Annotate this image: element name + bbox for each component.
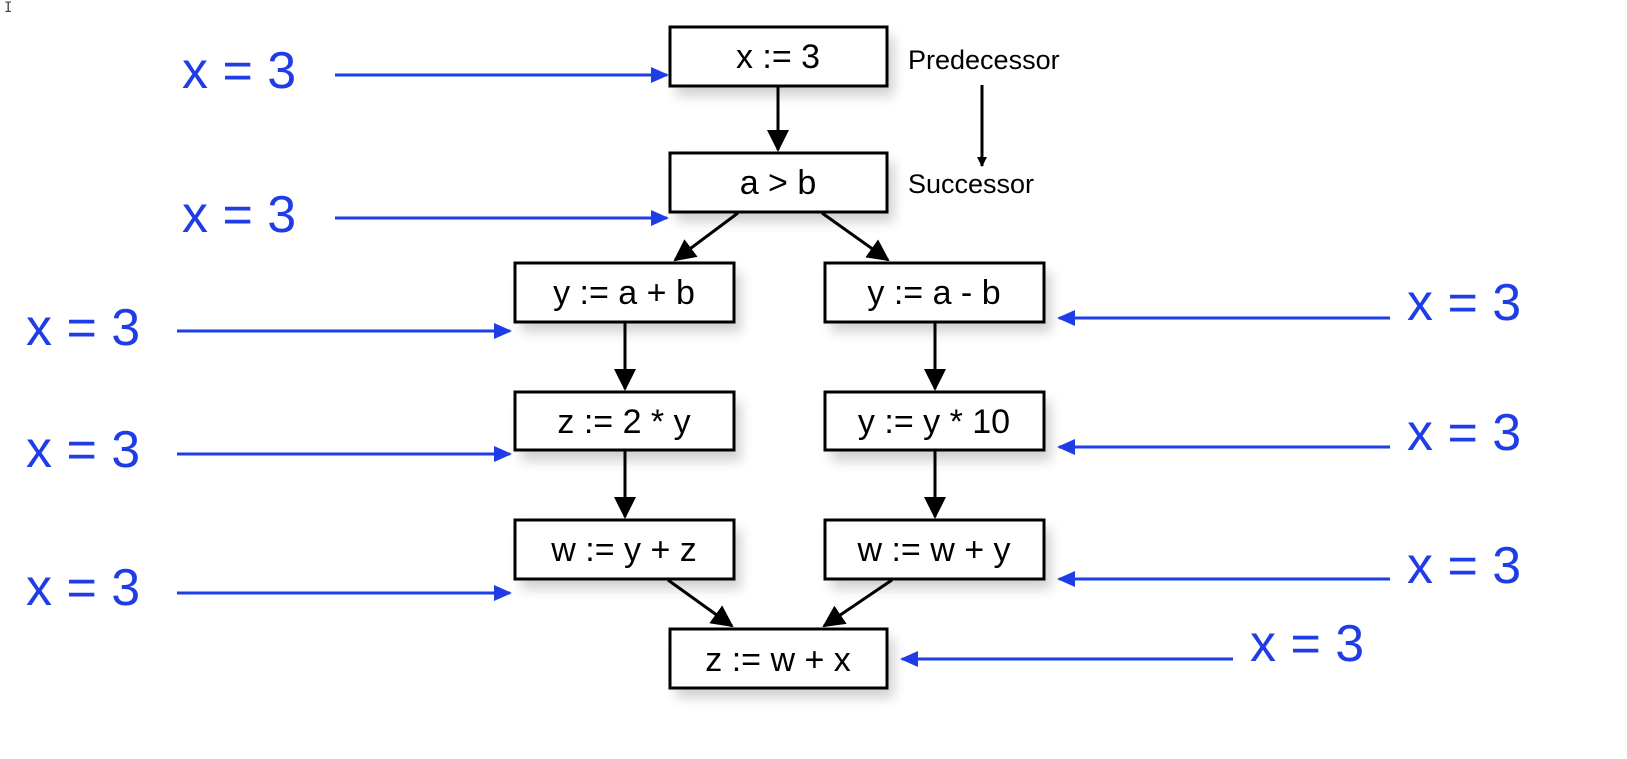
annotation-label: x = 3 <box>182 186 296 244</box>
node-label: z := w + x <box>705 641 851 679</box>
predecessor-successor-legend: Predecessor Successor <box>908 45 1060 199</box>
annotation-label: x = 3 <box>26 421 140 479</box>
node-label: w := y + z <box>550 531 697 569</box>
successor-label: Successor <box>908 169 1034 199</box>
annotation-label: x = 3 <box>1250 615 1364 673</box>
node-label: a > b <box>740 164 817 202</box>
annotation-label: x = 3 <box>26 559 140 617</box>
annotation-x-eq-3-before-n8: x = 3 <box>1057 537 1521 595</box>
annotation-x-eq-3-before-n7: x = 3 <box>26 559 512 617</box>
node-label: y := a + b <box>553 274 695 312</box>
annotation-label: x = 3 <box>1407 404 1521 462</box>
annotation-label: x = 3 <box>1407 537 1521 595</box>
node-label: z := 2 * y <box>557 403 690 441</box>
annotation-label: x = 3 <box>26 299 140 357</box>
annotation-x-eq-3-before-n9: x = 3 <box>900 615 1364 673</box>
text-cursor-icon: I <box>4 0 12 16</box>
node-label: y := y * 10 <box>858 403 1010 441</box>
node-label: y := a - b <box>867 274 1000 312</box>
node-a-gt-b: a > b <box>668 151 894 222</box>
node-y-assign-a-minus-b: y := a - b <box>823 261 1051 332</box>
annotation-x-eq-3-before-n2: x = 3 <box>182 186 669 244</box>
node-w-assign-y-plus-z: w := y + z <box>513 518 741 589</box>
node-z-assign-2-times-y: z := 2 * y <box>513 390 741 461</box>
annotation-x-eq-3-before-n4: x = 3 <box>1057 274 1521 332</box>
node-y-assign-a-plus-b: y := a + b <box>513 261 741 332</box>
annotation-x-eq-3-before-n3: x = 3 <box>26 299 512 357</box>
node-x-assign-3: x := 3 <box>668 25 894 96</box>
node-w-assign-w-plus-y: w := w + y <box>823 518 1051 589</box>
predecessor-label: Predecessor <box>908 45 1060 75</box>
node-y-assign-y-times-10: y := y * 10 <box>823 390 1051 461</box>
node-label: w := w + y <box>856 531 1010 569</box>
annotation-x-eq-3-before-n5: x = 3 <box>26 421 512 479</box>
annotation-x-eq-3-before-n1: x = 3 <box>182 42 669 100</box>
node-label: x := 3 <box>736 38 820 76</box>
annotation-x-eq-3-before-n6: x = 3 <box>1057 404 1521 462</box>
annotation-label: x = 3 <box>182 42 296 100</box>
node-z-assign-w-plus-x: z := w + x <box>668 627 894 698</box>
annotation-label: x = 3 <box>1407 274 1521 332</box>
